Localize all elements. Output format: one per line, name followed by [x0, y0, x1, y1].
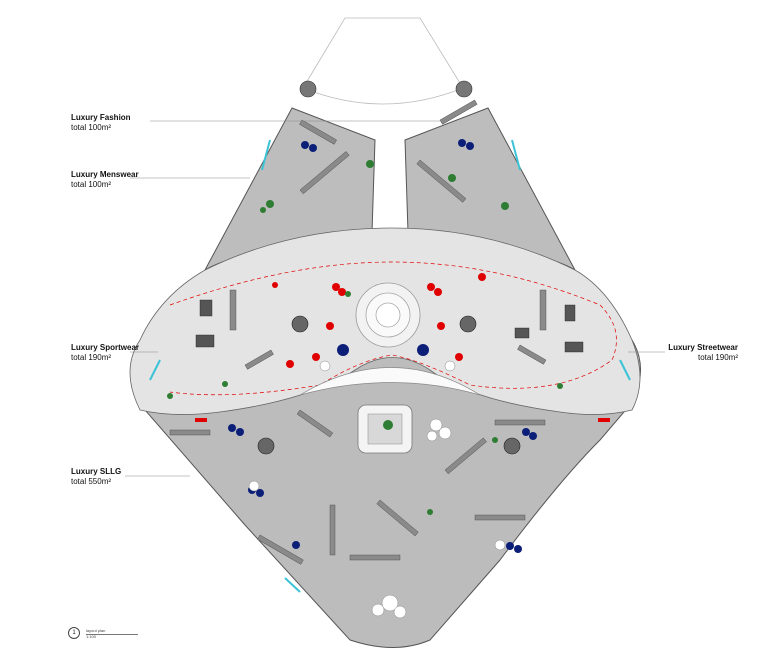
zone-area: total 190m² [697, 353, 738, 362]
zone-label-luxury-sportwear: Luxury Sportwear total 190m² [71, 343, 139, 363]
atrium-lower-canopy [299, 367, 481, 396]
zone-name: Luxury Sportwear [71, 343, 140, 352]
red-seating [195, 273, 610, 422]
label-leader-lines [125, 120, 665, 477]
round-tables [257, 315, 521, 455]
zone-name: Luxury Menswear [71, 170, 139, 179]
zone-area: total 100m² [71, 123, 112, 132]
zone-name: Luxury Streetwear [668, 343, 738, 352]
zone-name: Luxury SLLG [71, 467, 122, 476]
central-atrium [355, 282, 421, 348]
column-right [455, 80, 473, 98]
drawing-scale: 1:100 [86, 634, 97, 639]
cash-counters [195, 299, 584, 353]
drawing-number: 1 [68, 627, 80, 639]
planters [167, 160, 563, 515]
drawing-title-block: layout plan 1:100 [86, 628, 105, 640]
zone-label-luxury-fashion: Luxury Fashion total 100m² [71, 113, 131, 133]
zone-area: total 550m² [71, 477, 112, 486]
column-left [299, 80, 317, 98]
entrance-canopy-outline [302, 17, 464, 105]
glass-facade [149, 139, 631, 593]
shelving-fixtures [169, 99, 547, 565]
zone-label-luxury-sllg: Luxury SLLG total 550m² [71, 467, 121, 487]
title-underline [86, 634, 138, 635]
drawing-title: layout plan [86, 628, 106, 633]
zone-name: Luxury Fashion [71, 113, 131, 122]
zone-area: total 190m² [71, 353, 112, 362]
zone-label-luxury-streetwear: Luxury Streetwear total 190m² [632, 343, 738, 363]
display-clusters [248, 360, 506, 619]
zone-area: total 100m² [71, 180, 112, 189]
blue-seating [228, 139, 537, 553]
zone-label-luxury-menswear: Luxury Menswear total 100m² [71, 170, 139, 190]
